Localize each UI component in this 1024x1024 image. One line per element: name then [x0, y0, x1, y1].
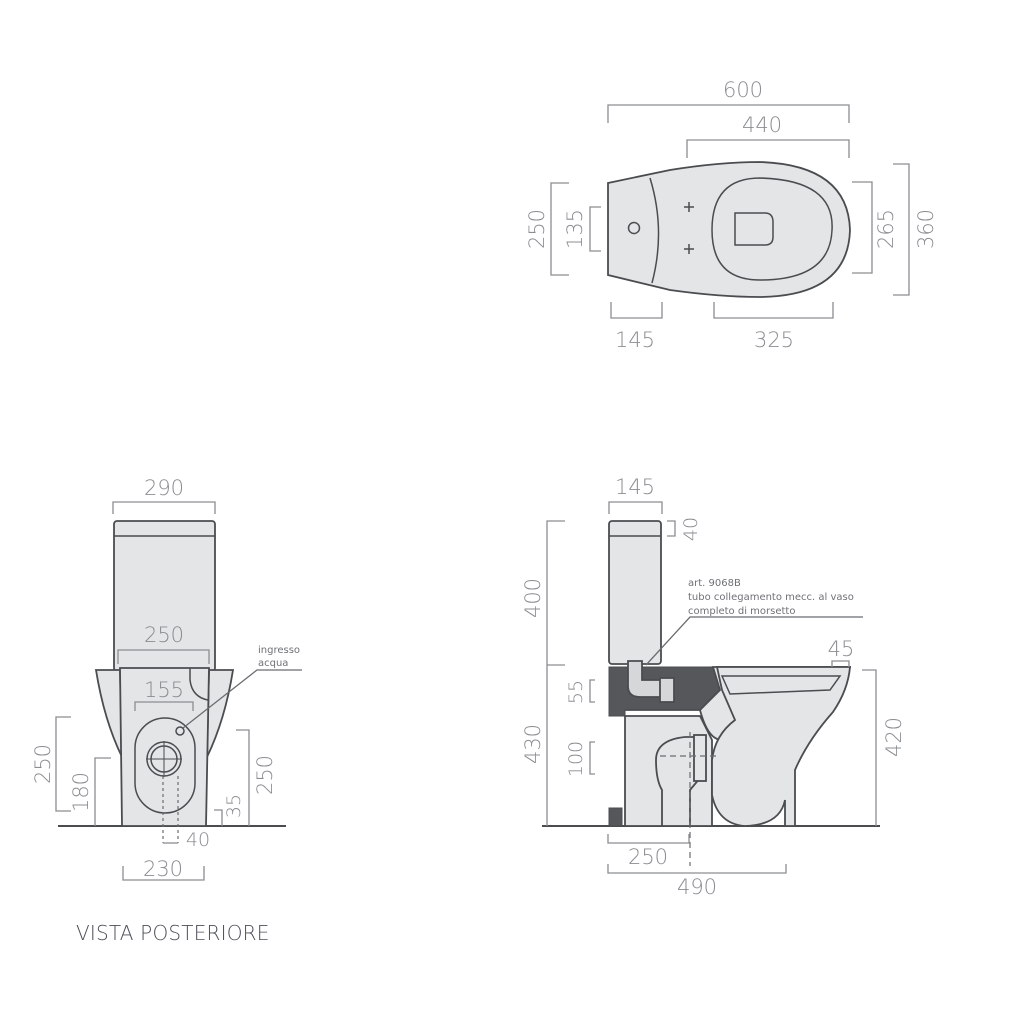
article-label-3: completo di morsetto — [688, 606, 795, 617]
dim-250-left: 250 — [31, 744, 55, 784]
dim-145-side: 145 — [615, 475, 655, 499]
flush-button-hole — [627, 221, 641, 235]
dim-40: 40 — [186, 829, 210, 851]
dim-440: 440 — [742, 113, 782, 137]
side-view: art. 9068B tubo collegamento mecc. al va… — [521, 475, 906, 899]
dim-250: 250 — [525, 209, 549, 249]
fixing-point-icon — [684, 202, 694, 254]
dim-360: 360 — [914, 209, 938, 249]
dim-490: 490 — [677, 875, 717, 899]
dim-45: 45 — [828, 637, 855, 661]
outlet-collar — [693, 734, 707, 782]
dim-430: 430 — [521, 724, 545, 764]
article-label-2: tubo collegamento mecc. al vaso — [688, 592, 854, 603]
dim-155: 155 — [144, 678, 184, 702]
dim-180: 180 — [69, 772, 93, 812]
water-inlet-icon — [175, 726, 185, 736]
tank-divider — [649, 177, 660, 284]
dim-55: 55 — [565, 680, 587, 704]
inlet-label-1: ingresso — [258, 645, 300, 656]
dim-100: 100 — [565, 741, 587, 777]
seat-hinge — [734, 212, 774, 246]
bowl — [711, 666, 851, 827]
dim-40-side: 40 — [680, 517, 702, 541]
dim-600: 600 — [723, 78, 763, 102]
dim-420: 420 — [882, 717, 906, 757]
dim-250-top: 250 — [144, 623, 184, 647]
dim-145: 145 — [615, 328, 655, 352]
seat-outline — [711, 177, 833, 281]
dim-135: 135 — [563, 209, 587, 249]
article-label-1: art. 9068B — [688, 578, 741, 589]
trap-outlet — [655, 736, 701, 827]
dim-250-side: 250 — [628, 845, 668, 869]
outlet-oval — [134, 717, 196, 814]
top-view: 600 440 250 135 265 360 145 325 — [525, 78, 938, 352]
dim-290: 290 — [144, 476, 184, 500]
cistern-side — [608, 520, 662, 665]
dim-35: 35 — [223, 794, 245, 818]
dim-230: 230 — [143, 857, 183, 881]
left-wing — [94, 669, 123, 758]
rear-view-caption: VISTA POSTERIORE — [76, 921, 270, 945]
inlet-label-2: acqua — [258, 658, 288, 669]
rear-view: ingresso acqua 290 250 155 250 180 250 3… — [31, 476, 302, 881]
dim-325: 325 — [754, 328, 794, 352]
dim-400: 400 — [521, 578, 545, 618]
cistern — [113, 520, 216, 672]
dim-265: 265 — [874, 209, 898, 249]
dim-250-right: 250 — [253, 755, 277, 795]
right-wing — [206, 669, 235, 758]
top-view-outline — [607, 161, 851, 298]
